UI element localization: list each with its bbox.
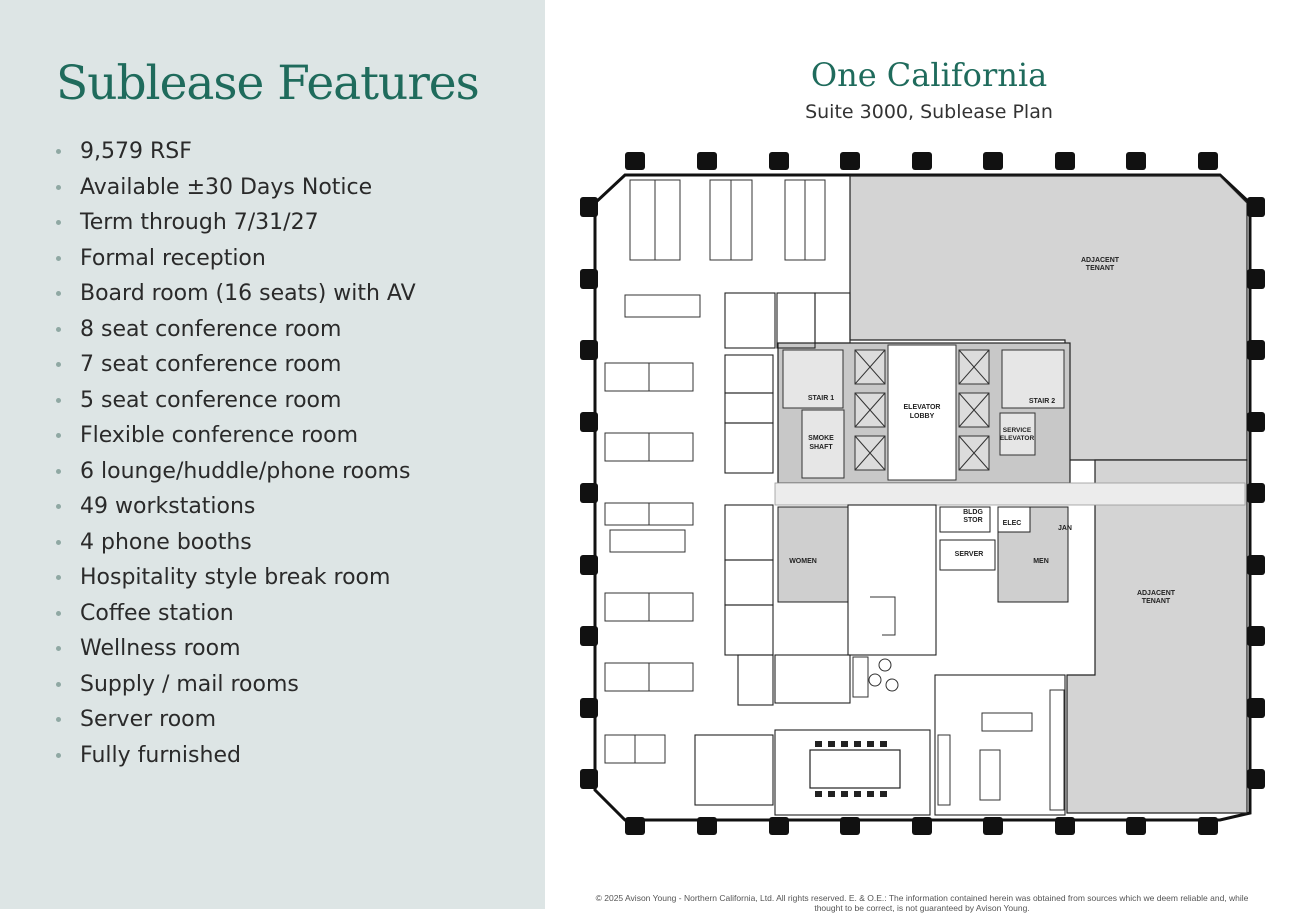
features-panel: Sublease Features 9,579 RSF Available ±3…: [0, 0, 545, 909]
plan-title: One California: [810, 56, 1048, 94]
plan-subtitle: Suite 3000, Sublease Plan: [805, 101, 1053, 123]
list-item: Supply / mail rooms: [56, 667, 416, 703]
bullet-icon: [56, 610, 61, 616]
smoke-shaft: [801, 409, 845, 479]
stair-2-label: STAIR 2: [1029, 398, 1055, 405]
copyright-footer: © 2025 Avison Young - Northern Californi…: [595, 893, 1249, 913]
list-item: Server room: [56, 702, 416, 738]
elec-room: [997, 506, 1031, 533]
corridor: [774, 482, 1246, 506]
bullet-icon: [56, 220, 61, 226]
smoke-shaft-label: SMOKE: [808, 435, 834, 442]
list-item: 9,579 RSF: [56, 134, 416, 170]
bullet-icon: [56, 184, 61, 190]
bullet-icon: [56, 362, 61, 368]
bullet-icon: [56, 433, 61, 439]
workstations: [604, 179, 826, 764]
bullet-icon: [56, 575, 61, 581]
list-item: 4 phone booths: [56, 525, 416, 561]
adjacent-tenant-right: [1066, 459, 1248, 814]
smoke-shaft-label: SHAFT: [809, 444, 833, 451]
elevator-lobby-label: LOBBY: [910, 413, 935, 420]
list-item: Board room (16 seats) with AV: [56, 276, 416, 312]
bldg-stor-room: [939, 506, 991, 533]
bullet-icon: [56, 717, 61, 723]
bullet-icon: [56, 468, 61, 474]
bullet-icon: [56, 752, 61, 758]
stair-1-label: STAIR 1: [808, 395, 834, 402]
bldg-stor-label: BLDG: [963, 509, 983, 516]
feature-list: 9,579 RSF Available ±30 Days Notice Term…: [56, 134, 416, 773]
list-item: Fully furnished: [56, 738, 416, 774]
stair-1: [782, 349, 844, 409]
features-title: Sublease Features: [56, 56, 480, 111]
jan-label: JAN: [1058, 525, 1072, 532]
bullet-icon: [56, 504, 61, 510]
list-item: 8 seat conference room: [56, 312, 416, 348]
list-item: Formal reception: [56, 241, 416, 277]
women-label: WOMEN: [789, 558, 817, 565]
list-item: 7 seat conference room: [56, 347, 416, 383]
service-elevator: [999, 412, 1036, 456]
list-item: Term through 7/31/27: [56, 205, 416, 241]
stair-2: [1001, 349, 1065, 409]
columns: [580, 152, 1265, 835]
list-item: Coffee station: [56, 596, 416, 632]
elevator-cars: [854, 349, 990, 471]
womens-room: [777, 506, 849, 603]
service-elevator-label: ELEVATOR: [1000, 435, 1035, 442]
board-room-table: [809, 749, 901, 789]
men-label: MEN: [1033, 558, 1049, 565]
adjacent-tenant-right-label: ADJACENT: [1137, 590, 1176, 597]
bullet-icon: [56, 681, 61, 687]
adjacent-tenant-top-label: ADJACENT: [1081, 257, 1120, 264]
list-item: 5 seat conference room: [56, 383, 416, 419]
elec-label: ELEC: [1003, 520, 1022, 527]
adjacent-tenant-top-label: TENANT: [1086, 265, 1115, 272]
server-room: [939, 539, 996, 571]
bullet-icon: [56, 149, 61, 155]
elevator-lobby-label: ELEVATOR: [904, 404, 941, 411]
adjacent-tenant-right-label: TENANT: [1142, 598, 1171, 605]
server-label: SERVER: [955, 551, 984, 558]
bullet-icon: [56, 255, 61, 261]
list-item: Available ±30 Days Notice: [56, 170, 416, 206]
list-item: Hospitality style break room: [56, 560, 416, 596]
offices: [694, 292, 1066, 816]
list-item: 49 workstations: [56, 489, 416, 525]
list-item: Flexible conference room: [56, 418, 416, 454]
bullet-icon: [56, 646, 61, 652]
bullet-icon: [56, 326, 61, 332]
bldg-stor-label: STOR: [963, 517, 982, 524]
break-room-fixtures: [852, 596, 1065, 811]
service-elevator-label: SERVICE: [1003, 427, 1032, 434]
bullet-icon: [56, 539, 61, 545]
list-item: 6 lounge/huddle/phone rooms: [56, 454, 416, 490]
bullet-icon: [56, 397, 61, 403]
bullet-icon: [56, 291, 61, 297]
board-room-chairs: [815, 741, 887, 797]
elevator-lobby: [887, 344, 957, 481]
floor-plan: ADJACENT TENANT ADJACENT TENANT STAIR 1 …: [580, 152, 1265, 835]
list-item: Wellness room: [56, 631, 416, 667]
